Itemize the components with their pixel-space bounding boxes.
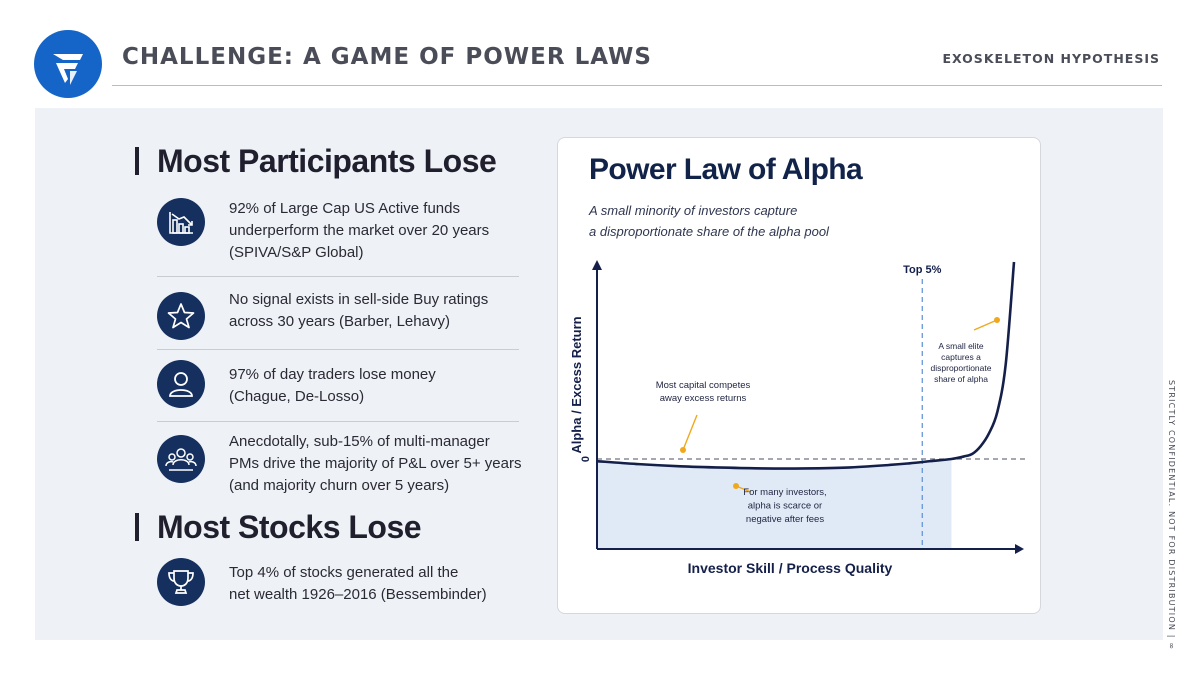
x-axis-arrow	[1015, 544, 1024, 554]
item-divider	[157, 276, 519, 277]
person-icon	[157, 360, 205, 408]
negative-alpha-area	[597, 459, 952, 549]
x-axis-label: Investor Skill / Process Quality	[688, 560, 893, 576]
item-divider	[157, 421, 519, 422]
declining-chart-icon	[157, 198, 205, 246]
item-text: Top 4% of stocks generated all the net w…	[229, 564, 487, 603]
top-5-percent-label: Top 5%	[903, 264, 942, 276]
item-text: 97% of day traders lose money (Chague, D…	[229, 366, 436, 405]
item-divider	[157, 349, 519, 350]
star-icon	[157, 292, 205, 340]
annotation-pointer	[973, 319, 998, 331]
section-title-stocks: Most Stocks Lose	[135, 509, 422, 546]
y-axis-arrow	[592, 260, 602, 270]
alpha-curve-line	[596, 261, 1016, 470]
logo-mark-icon	[53, 54, 83, 85]
annotation-pointer	[682, 414, 698, 451]
y-tick-label-0: 0	[580, 456, 592, 462]
company-logo	[34, 30, 102, 98]
annotation-marker	[733, 483, 739, 489]
item-text: No signal exists in sell-side Buy rating…	[229, 291, 489, 330]
header-divider	[112, 85, 1162, 86]
item-text: Anecdotally, sub-15% of multi-manager PM…	[229, 433, 522, 494]
confidential-notice: STRICTLY CONFIDENTIAL. NOT FOR DISTRIBUT…	[1167, 380, 1176, 651]
group-icon	[157, 435, 205, 483]
annotation-marker	[680, 447, 686, 453]
item-text: 92% of Large Cap US Active funds underpe…	[229, 200, 490, 261]
trophy-icon	[157, 558, 205, 606]
annotation-marker	[994, 317, 1000, 323]
page-title: CHALLENGE: A GAME OF POWER LAWS	[122, 44, 652, 70]
power-law-chart: 0 Alpha / Excess Return Investor Skill /…	[569, 260, 1025, 576]
deck-section-label: EXOSKELETON HYPOTHESIS	[942, 51, 1160, 66]
section-title-participants: Most Participants Lose	[135, 143, 497, 180]
y-axis-label: Alpha / Excess Return	[569, 316, 584, 453]
chart-subtitle: A small minority of investors capture a …	[589, 203, 829, 239]
chart-title: Power Law of Alpha	[589, 153, 863, 186]
